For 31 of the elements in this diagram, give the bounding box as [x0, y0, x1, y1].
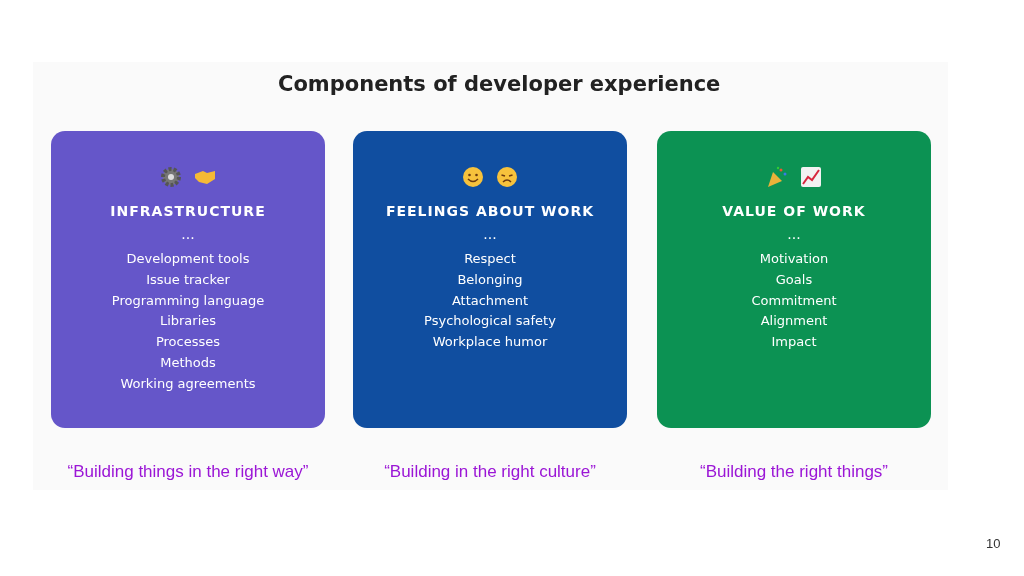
card-heading: VALUE OF WORK: [722, 203, 866, 219]
list-item: Belonging: [457, 270, 523, 289]
list-item: Motivation: [759, 250, 829, 268]
list-item: Development tools: [126, 250, 250, 268]
list-item: Libraries: [159, 312, 217, 331]
list-item: Issue tracker: [146, 270, 230, 289]
list-item: Working agreements: [120, 374, 256, 393]
list-item: Workplace humor: [432, 333, 548, 352]
ellipsis-text: ...: [787, 227, 801, 241]
list-item: Commitment: [751, 291, 837, 310]
list-item: Methods: [160, 354, 216, 372]
category-card: [657, 131, 931, 428]
list-item: Impact: [771, 333, 817, 352]
card-heading: INFRASTRUCTURE: [110, 203, 266, 219]
ellipsis-text: ...: [181, 227, 195, 241]
page-number: 10: [986, 536, 1001, 551]
title: Components of developer experience: [278, 72, 721, 96]
ellipsis-text: ...: [483, 227, 497, 241]
list-item: Processes: [155, 333, 221, 352]
category-card: [51, 131, 325, 428]
category-card: [353, 131, 627, 428]
tagline-quote: “Building the right things”: [700, 462, 888, 482]
list-item: Psychological safety: [424, 312, 556, 331]
list-item: Programming language: [111, 291, 265, 310]
list-item: Goals: [775, 270, 813, 289]
list-item: Attachment: [451, 291, 529, 310]
tagline-quote: “Building in the right culture”: [384, 462, 596, 482]
list-item: Respect: [464, 250, 516, 268]
tagline-quote: “Building things in the right way”: [67, 462, 309, 482]
list-item: Alignment: [760, 312, 828, 331]
card-heading: FEELINGS ABOUT WORK: [385, 203, 595, 219]
